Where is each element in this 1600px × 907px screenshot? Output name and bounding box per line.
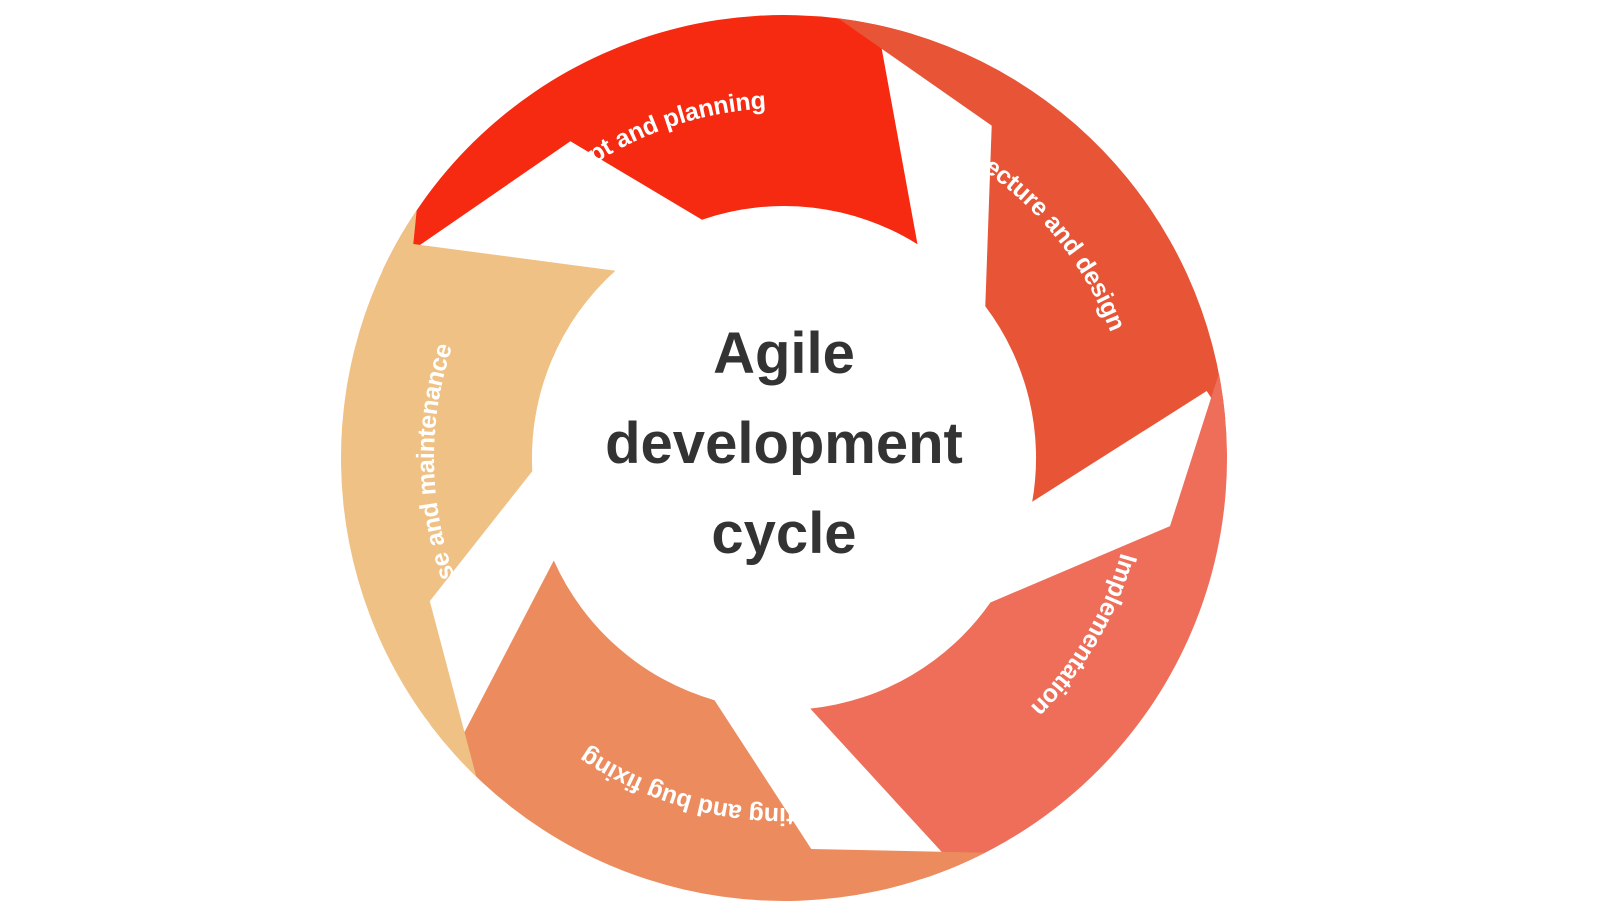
segment-release-and-maintenance: [340, 210, 616, 777]
center-title: Agile development cycle: [605, 321, 963, 566]
segment-concept-and-planning: [382, 15, 918, 271]
segment-architecture-and-design: [838, 18, 1226, 502]
segment-implementation: [810, 373, 1228, 880]
center-title-line-3: cycle: [711, 501, 856, 566]
center-title-line-2: development: [605, 411, 963, 476]
center-title-line-1: Agile: [713, 321, 855, 386]
cycle-segments: [340, 15, 1228, 901]
segment-testing-and-bug-fixing: [430, 560, 986, 901]
